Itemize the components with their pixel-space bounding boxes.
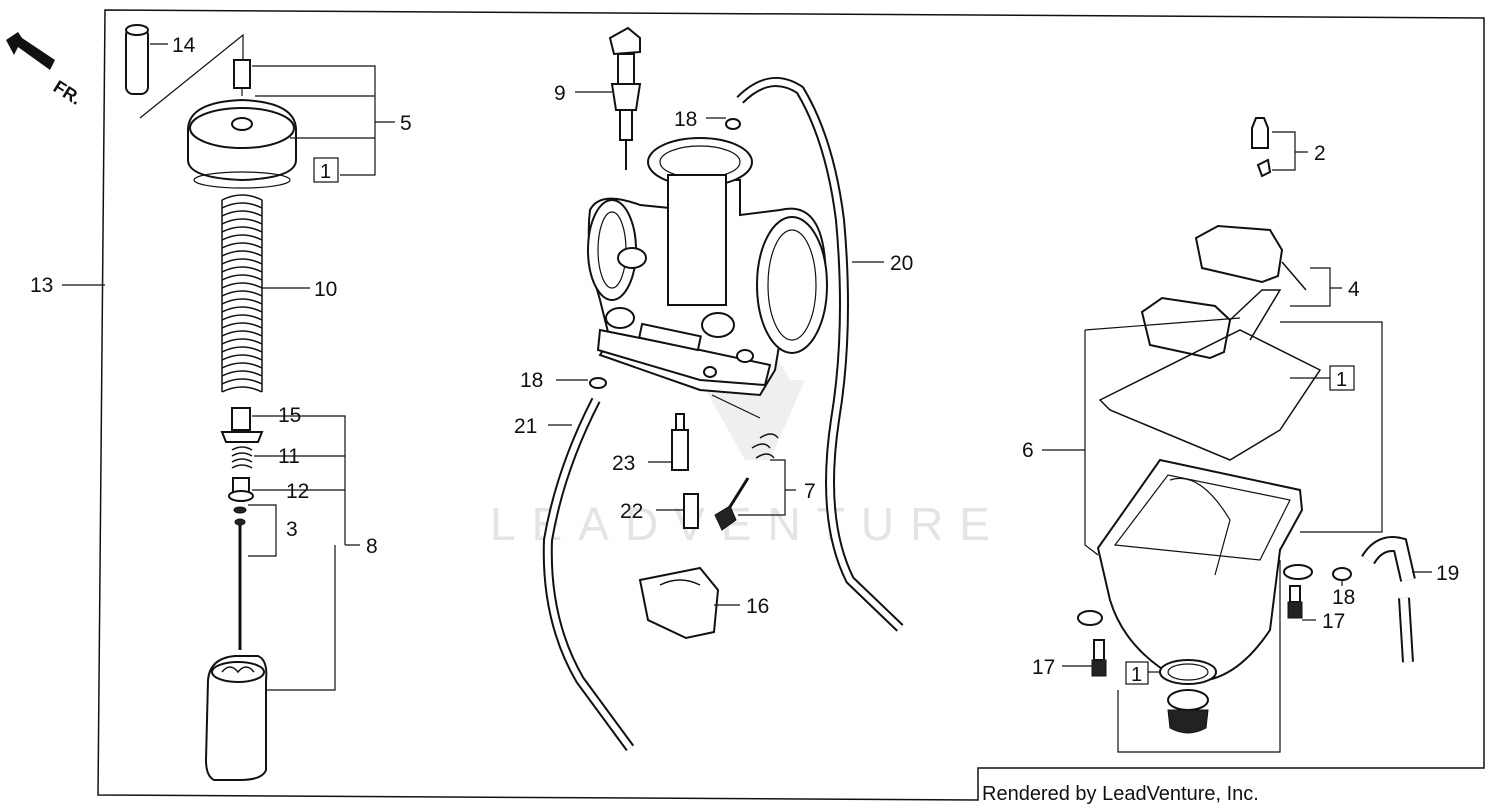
part-11-small-spring — [231, 446, 253, 469]
part-3-jet-needle — [233, 506, 247, 650]
leader-line — [1117, 560, 1281, 753]
leader-line — [738, 459, 796, 516]
part-6-float-bowl — [1077, 458, 1313, 683]
callout-16: 16 — [746, 595, 769, 618]
part-2-float-valve — [1251, 117, 1272, 178]
callout-17: 17 — [1032, 656, 1055, 679]
callout-6: 6 — [1022, 439, 1034, 462]
part-17-screw — [1287, 585, 1303, 619]
ref-box-1-label: 1 — [1336, 369, 1347, 391]
ref-box-1-label: 1 — [1131, 664, 1142, 686]
watermark-text: LEADVENTURE — [490, 498, 1006, 550]
part-5-top-cap — [187, 59, 297, 189]
leader-line — [255, 95, 395, 139]
part-23-pilot-screw — [671, 413, 689, 471]
ref-box-1 — [1125, 661, 1149, 685]
part-9-starter-plunger — [608, 26, 642, 170]
callout-9: 9 — [554, 82, 566, 105]
ref-box-1-label: 1 — [320, 161, 331, 183]
leader-line — [252, 65, 376, 176]
callout-17: 17 — [1322, 610, 1345, 633]
part-7-air-screw — [714, 433, 779, 531]
leader-line — [266, 544, 360, 691]
callout-4: 4 — [1348, 278, 1360, 301]
callout-15: 15 — [278, 404, 301, 427]
part-12-clip — [228, 477, 254, 502]
part-14-cap — [125, 24, 149, 95]
callout-10: 10 — [314, 278, 337, 301]
part-17-screw — [1091, 639, 1107, 677]
callout-11: 11 — [278, 445, 300, 468]
part-18-hose-clip — [725, 118, 741, 130]
part-10-spring — [220, 194, 264, 395]
diagram-frame — [97, 9, 1485, 801]
leader-line — [1290, 267, 1342, 307]
leader-line — [139, 33, 244, 119]
callout-2: 2 — [1314, 142, 1326, 165]
callout-19: 19 — [1436, 562, 1459, 585]
leader-line — [1084, 317, 1383, 556]
part-8-throttle-valve — [204, 655, 268, 781]
callout-8: 8 — [366, 535, 378, 558]
ref-box-1 — [313, 157, 339, 183]
credit-text: Rendered by LeadVenture, Inc. — [982, 783, 1259, 805]
part-16-float — [638, 566, 720, 640]
callout-22: 22 — [620, 500, 643, 523]
front-direction-label: FR. — [50, 76, 85, 108]
part-19-drain-hose — [1361, 536, 1416, 663]
front-direction-arrow-icon: FR. — [6, 32, 85, 109]
callout-13: 13 — [30, 274, 53, 297]
part-18-hose-clip — [1332, 567, 1352, 581]
part-18-hose-clip — [589, 377, 607, 389]
callout-14: 14 — [172, 34, 196, 57]
part-22-main-jet — [683, 493, 699, 529]
drain-plug — [1167, 689, 1209, 734]
float-bowl-gasket — [1098, 329, 1322, 461]
callout-12: 12 — [286, 480, 309, 503]
part-4-float-assembly — [1140, 224, 1307, 360]
leader-line — [252, 415, 346, 545]
part-15-needle-holder — [220, 407, 264, 443]
leader-line — [711, 394, 761, 419]
callout-18: 18 — [520, 369, 543, 392]
callout-7: 7 — [804, 480, 816, 503]
leader-line — [1272, 131, 1308, 171]
callout-18: 18 — [674, 108, 697, 131]
callout-20: 20 — [890, 252, 913, 275]
callout-18: 18 — [1332, 586, 1355, 609]
leader-line — [248, 504, 277, 557]
callout-21: 21 — [514, 415, 537, 438]
callout-5: 5 — [400, 112, 412, 135]
callout-23: 23 — [612, 452, 635, 475]
callout-3: 3 — [286, 518, 298, 541]
carburetor-body — [587, 137, 828, 397]
